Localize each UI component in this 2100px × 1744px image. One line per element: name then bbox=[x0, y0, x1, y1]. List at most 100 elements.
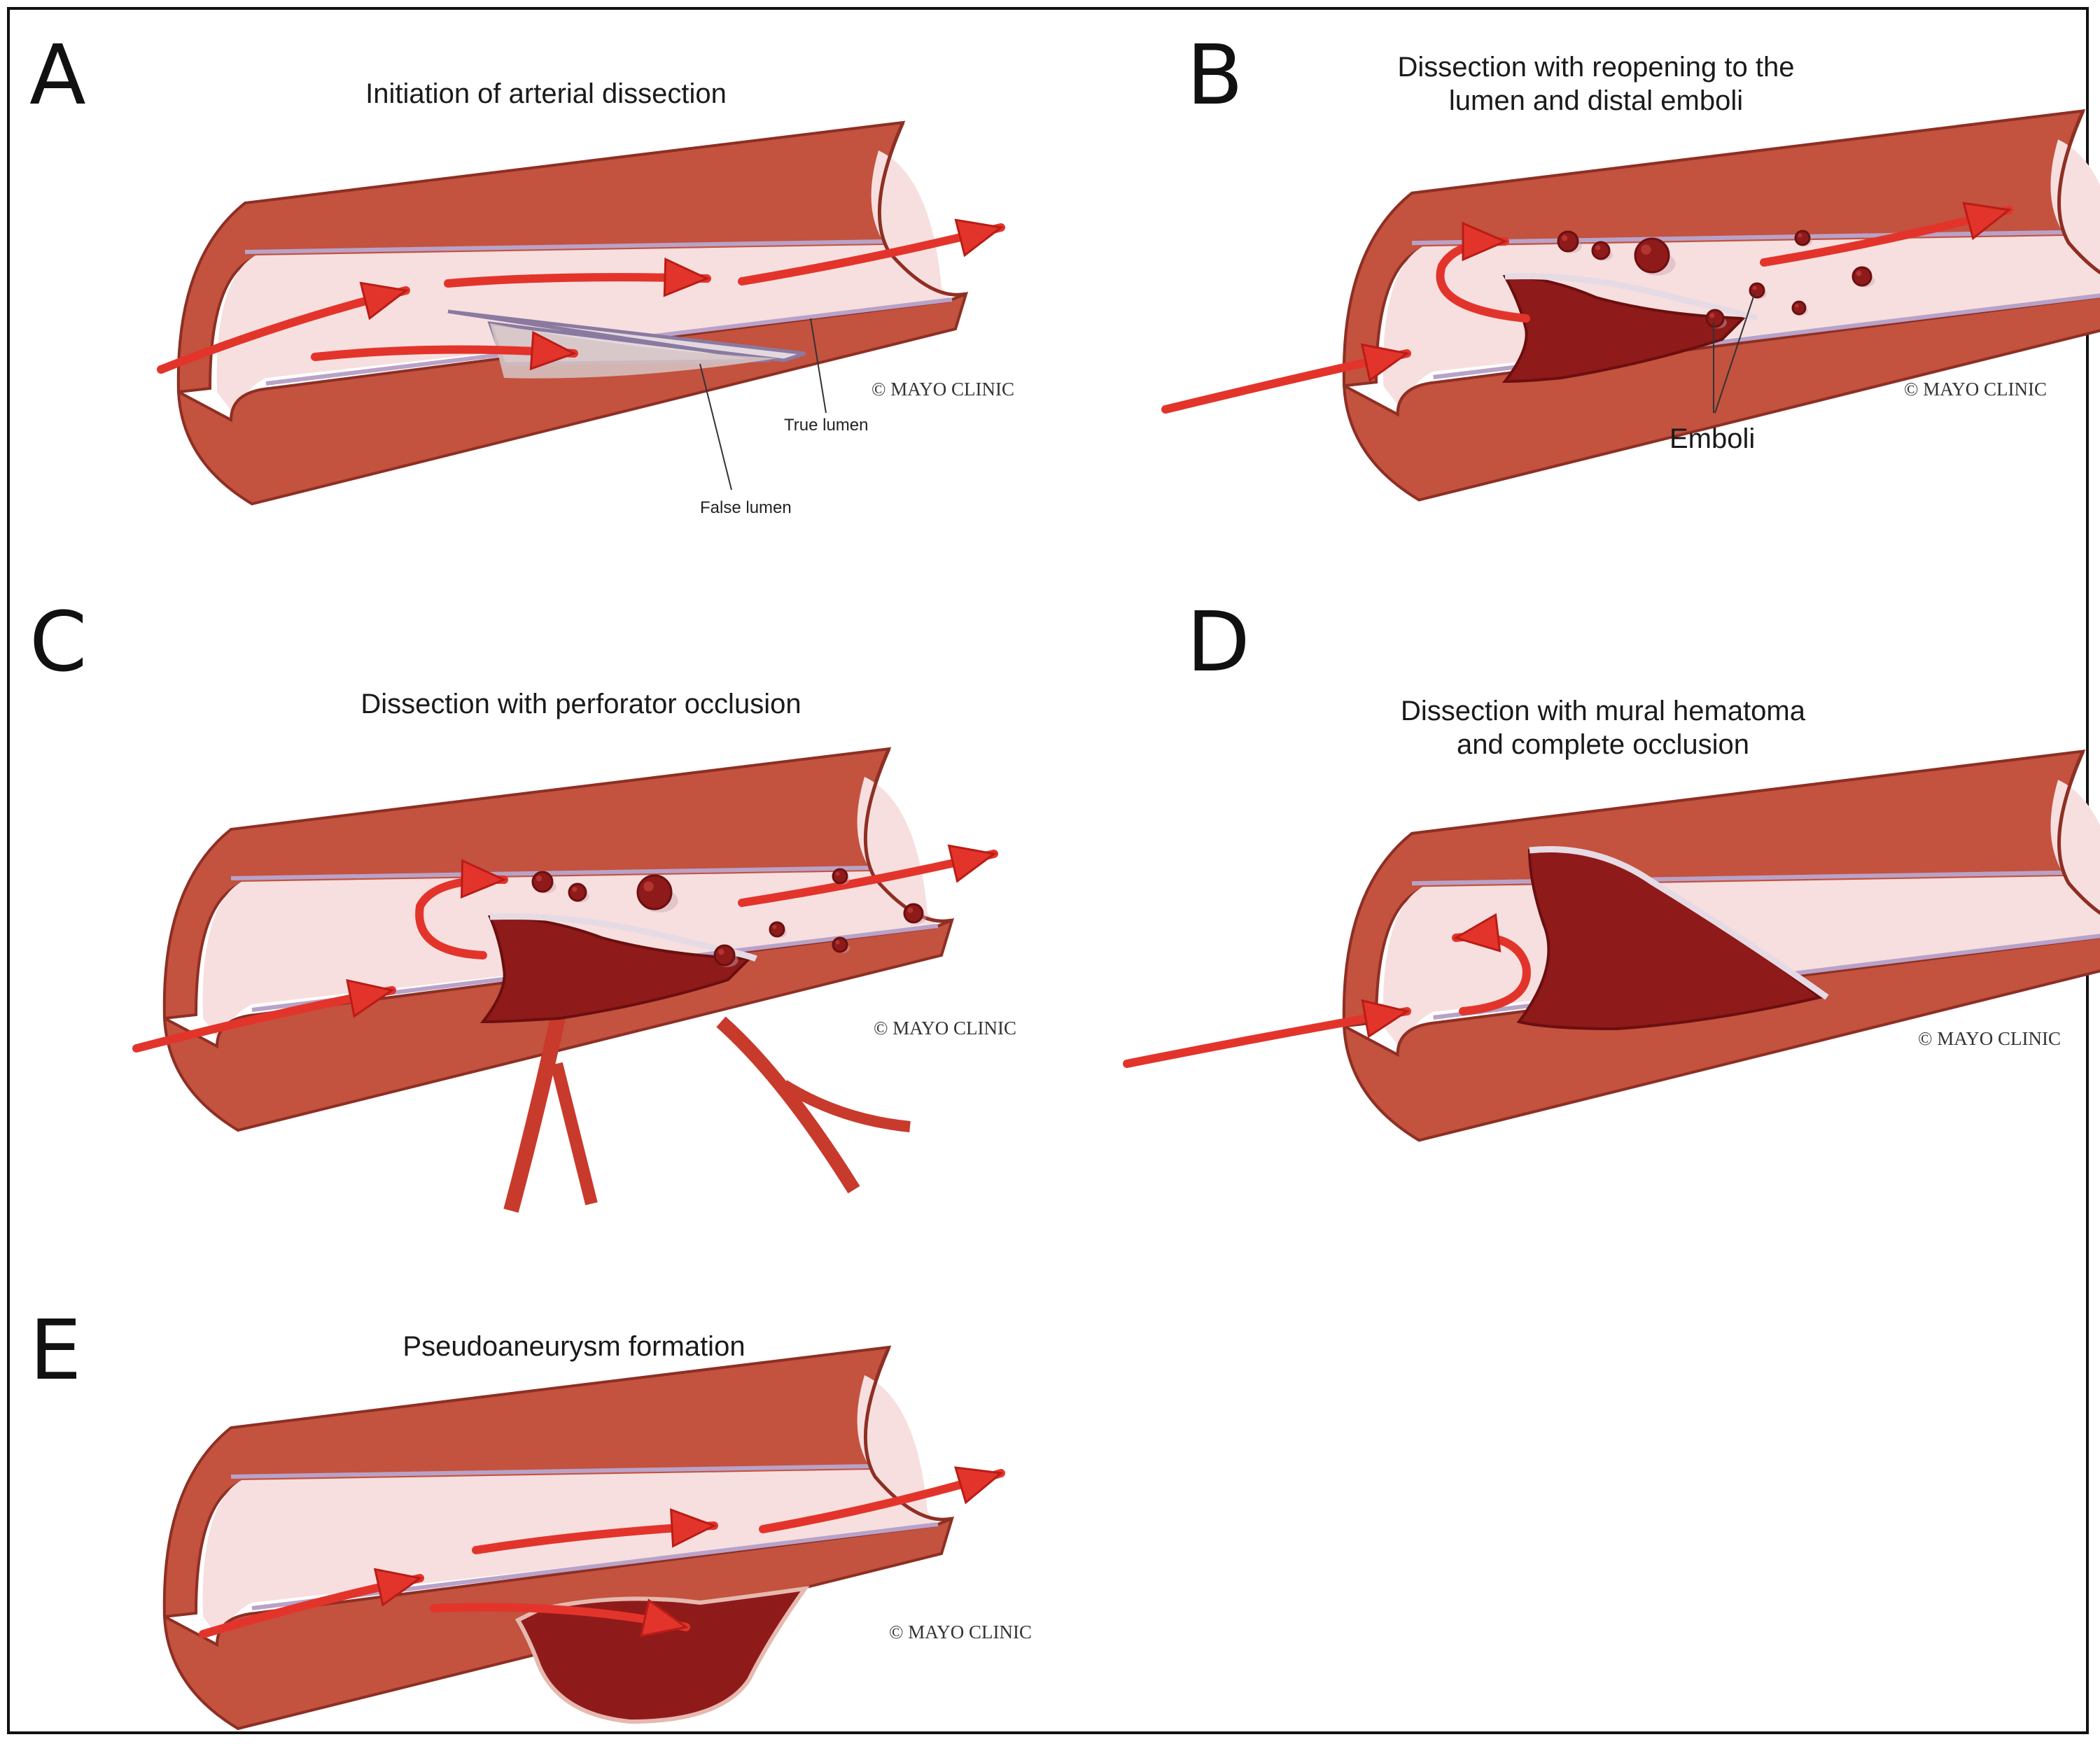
false-lumen bbox=[490, 323, 777, 379]
vessel-lower-wall bbox=[1342, 295, 2100, 502]
pseudoaneurysm-sac bbox=[514, 1586, 810, 1724]
artery-vessel bbox=[176, 120, 969, 506]
panel-c: C Dissection with perforator occlusion ©… bbox=[0, 574, 1050, 1232]
intimal-flap bbox=[489, 913, 758, 962]
true-lumen-pointer bbox=[810, 318, 827, 414]
embolus-part bbox=[572, 887, 578, 892]
embolus bbox=[1794, 230, 1812, 246]
embolus-part bbox=[1595, 245, 1601, 251]
embolus-part bbox=[1641, 244, 1651, 255]
intimal-flap bbox=[1529, 845, 1829, 1000]
flow-arrow bbox=[1123, 999, 1411, 1068]
flow-arrow bbox=[430, 1598, 690, 1638]
embolus-part bbox=[568, 882, 587, 902]
panel-letter: D bbox=[1186, 593, 1250, 690]
vessel-illustration: © MAYO CLINIC bbox=[132, 747, 1016, 1213]
flow-arrow bbox=[1760, 202, 2013, 267]
flow-arrow-part bbox=[954, 218, 1004, 258]
vessel-opening bbox=[877, 121, 967, 297]
false-lumen-label: False lumen bbox=[700, 498, 792, 517]
embolus-part bbox=[1794, 230, 1811, 246]
embolus-part bbox=[1705, 309, 1725, 328]
vessel-opening bbox=[863, 747, 953, 923]
embolus bbox=[769, 921, 787, 938]
embolus-part bbox=[1798, 233, 1802, 238]
flow-arrow bbox=[444, 257, 711, 297]
flow-arrow bbox=[311, 330, 578, 371]
flow-arrow-part bbox=[954, 1466, 1004, 1505]
panel-a: A Initiation of arterial dissection True… bbox=[0, 0, 1050, 574]
embolus-part bbox=[1752, 286, 1757, 290]
embolus-part bbox=[536, 875, 542, 882]
flow-arrow-part bbox=[1462, 221, 1508, 262]
embolus-part bbox=[903, 903, 924, 924]
embolus bbox=[832, 868, 850, 885]
panel-letter: E bbox=[29, 1302, 82, 1398]
panel-letter: A bbox=[29, 27, 86, 123]
panel-e: E Pseudoaneurysm formation © MAYO CLINIC bbox=[0, 1232, 1050, 1744]
embolus-part bbox=[1856, 270, 1862, 276]
vessel-intima bbox=[1411, 870, 2064, 886]
embolus bbox=[1557, 230, 1582, 253]
emboli-pointer bbox=[1714, 292, 1756, 414]
emboli-label: Emboli bbox=[1670, 423, 1755, 454]
vessel-opening bbox=[2057, 750, 2100, 915]
vessel-illustration: Emboli © MAYO CLINIC bbox=[1161, 109, 2100, 502]
embolus-part bbox=[835, 871, 840, 876]
embolus-part bbox=[718, 948, 724, 955]
flow-arrow-part bbox=[663, 257, 710, 297]
vessel-illustration: © MAYO CLINIC bbox=[162, 1345, 1032, 1731]
embolus-part bbox=[907, 907, 913, 913]
vessel-intima bbox=[244, 239, 884, 254]
dissection-clot bbox=[479, 915, 752, 1024]
panel-letter: C bbox=[29, 593, 88, 690]
embolus bbox=[1749, 282, 1767, 299]
panel-title: Pseudoaneurysm formation bbox=[402, 1331, 746, 1362]
recirculation-arrow bbox=[1452, 913, 1531, 1015]
flow-arrow-part bbox=[947, 844, 997, 883]
copyright-notice: © MAYO CLINIC bbox=[874, 1018, 1016, 1039]
flow-arrow bbox=[157, 281, 410, 374]
flow-arrow bbox=[1161, 343, 1411, 414]
embolus bbox=[1705, 309, 1727, 329]
embolus bbox=[713, 944, 738, 967]
panel-letter: B bbox=[1186, 27, 1243, 123]
embolus-part bbox=[1557, 230, 1579, 253]
flow-arrow-part bbox=[346, 978, 395, 1018]
dissection-clot bbox=[1502, 274, 1746, 384]
copyright-notice: © MAYO CLINIC bbox=[872, 379, 1014, 400]
embolus bbox=[531, 871, 556, 894]
perforator-branch bbox=[780, 1080, 911, 1132]
embolus-part bbox=[1851, 266, 1872, 287]
embolus-part bbox=[772, 924, 777, 929]
flow-arrow-part bbox=[670, 1508, 717, 1548]
flow-arrow-part bbox=[373, 1568, 423, 1607]
embolus-part bbox=[1709, 313, 1715, 318]
embolus-part bbox=[531, 871, 554, 893]
copyright-notice: © MAYO CLINIC bbox=[889, 1622, 1032, 1643]
flow-arrow-part bbox=[1962, 202, 2012, 241]
embolus-part bbox=[1749, 282, 1765, 299]
vessel-intima bbox=[230, 1464, 870, 1479]
embolus bbox=[568, 882, 589, 903]
perforator-branch bbox=[503, 1006, 568, 1213]
intimal-flap bbox=[1504, 272, 1759, 322]
perforator-branch bbox=[550, 1062, 598, 1206]
embolus-part bbox=[1561, 234, 1568, 241]
flow-arrow bbox=[199, 1568, 424, 1638]
vessel-illustration: © MAYO CLINIC bbox=[1123, 750, 2100, 1142]
embolus-part bbox=[713, 944, 736, 966]
panel-title: Initiation of arterial dissection bbox=[365, 78, 727, 109]
vessel-intima bbox=[230, 866, 870, 880]
vessel-lumen bbox=[202, 777, 939, 1046]
true-lumen-label: True lumen bbox=[784, 416, 869, 435]
embolus-part bbox=[832, 868, 848, 885]
embolus-part bbox=[832, 936, 848, 953]
flow-arrow-part bbox=[359, 281, 409, 321]
flow-arrow-part bbox=[639, 1598, 689, 1638]
embolus bbox=[832, 936, 850, 953]
embolus-part bbox=[769, 921, 785, 938]
